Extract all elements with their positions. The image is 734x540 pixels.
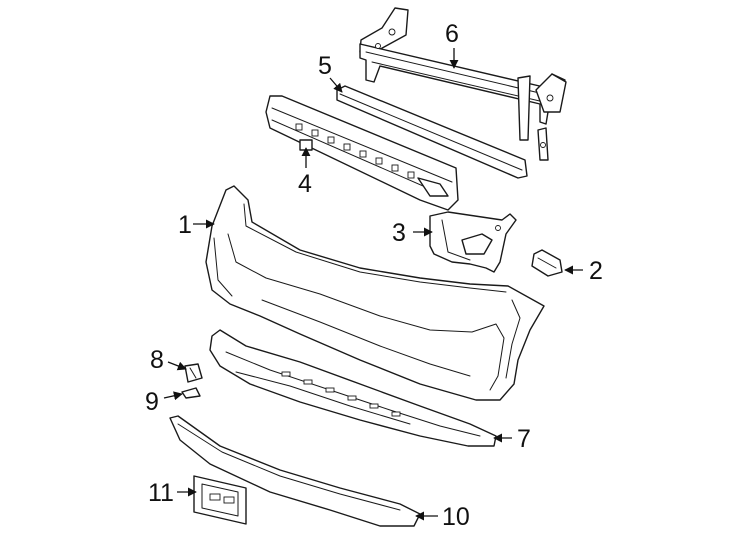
leader-5 — [329, 77, 343, 93]
callout-4: 4 — [298, 170, 312, 198]
reinforcement-beam-part — [359, 7, 567, 161]
callout-6: 6 — [445, 20, 459, 48]
side-bracket-part — [429, 211, 517, 273]
callout-10: 10 — [442, 503, 470, 531]
callout-2: 2 — [589, 257, 603, 285]
clip-bracket-part — [531, 249, 563, 277]
energy-absorber-part — [265, 95, 459, 211]
callout-3: 3 — [392, 219, 406, 247]
bumper-cover-part — [205, 185, 545, 401]
retainer-part — [184, 363, 203, 383]
upper-strip-part — [336, 85, 528, 179]
lower-grille-part — [209, 329, 497, 447]
leader-9 — [163, 391, 183, 401]
callout-7: 7 — [517, 425, 531, 453]
leader-8 — [167, 361, 187, 371]
small-clip-part — [181, 387, 201, 399]
callout-5: 5 — [318, 52, 332, 80]
callout-leaders — [163, 48, 583, 521]
callout-labels: 1 2 3 4 5 6 7 8 9 10 11 — [145, 20, 603, 531]
callout-1: 1 — [178, 211, 192, 239]
callout-9: 9 — [145, 388, 159, 416]
license-plate-bracket-part — [193, 475, 247, 525]
callout-11: 11 — [148, 479, 174, 507]
callout-8: 8 — [150, 346, 164, 374]
